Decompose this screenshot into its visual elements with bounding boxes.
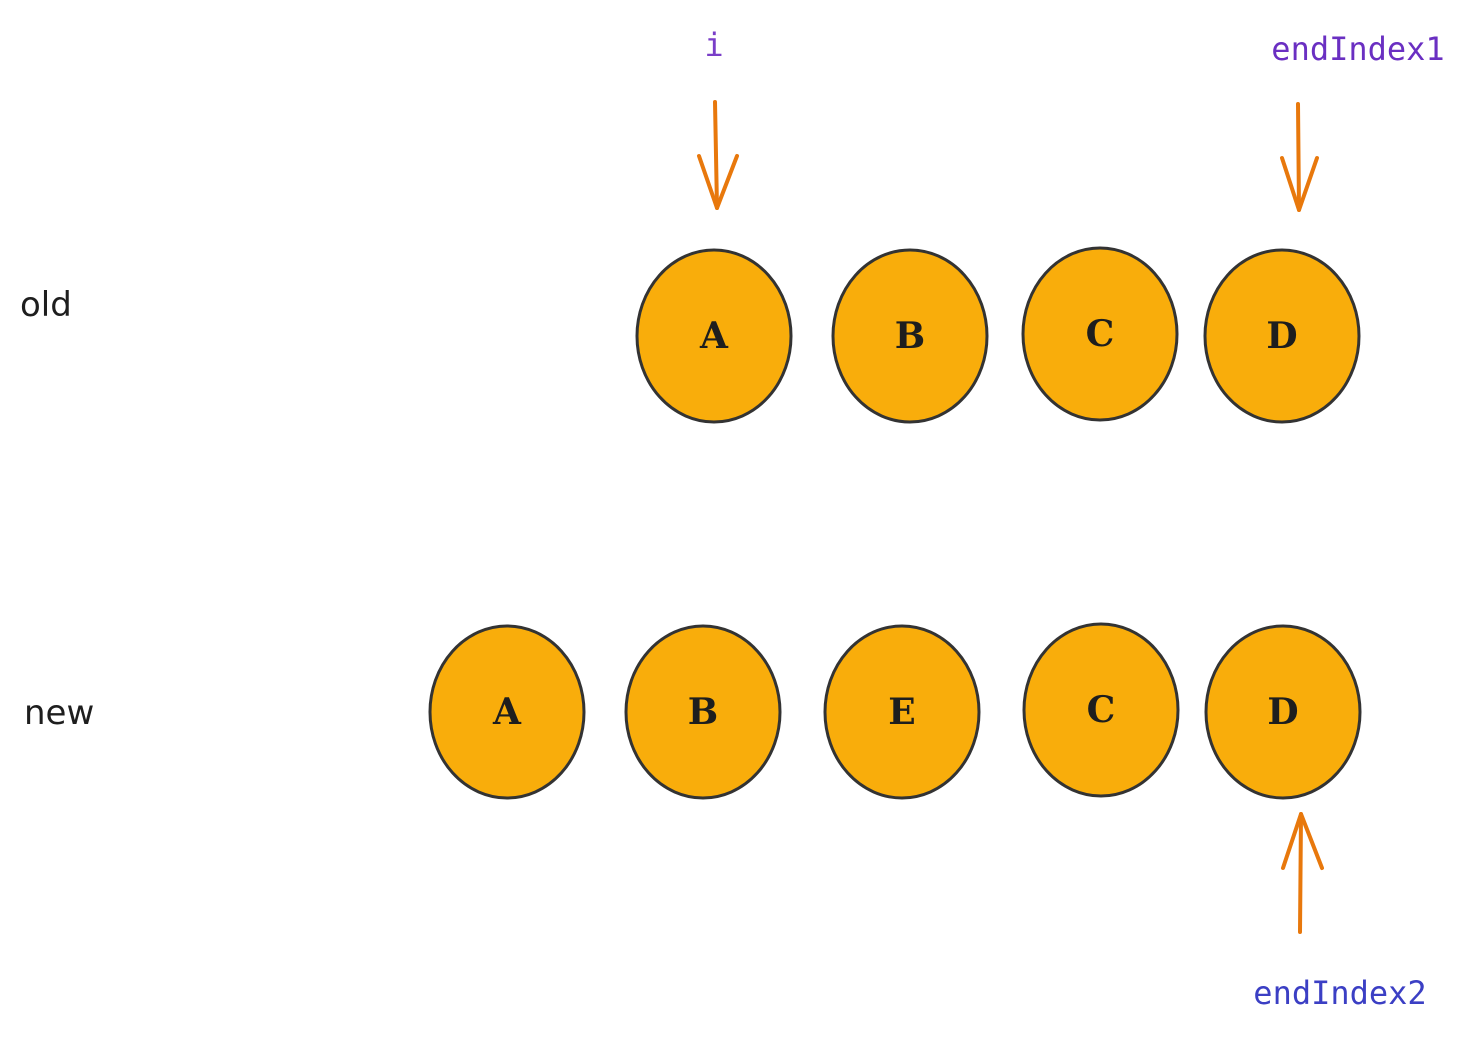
- new-node-e-label: E: [888, 691, 915, 733]
- old-node-d-label: D: [1266, 315, 1297, 357]
- arrow-end-index-2-up: [1281, 812, 1324, 934]
- new-node-d: D: [1204, 624, 1362, 800]
- old-node-d: D: [1203, 248, 1361, 424]
- new-node-a: A: [428, 624, 586, 800]
- old-row: A B C D: [635, 246, 1361, 424]
- new-node-a-label: A: [492, 691, 522, 733]
- new-node-b-label: B: [688, 691, 718, 733]
- new-node-c: C: [1022, 622, 1180, 798]
- old-node-b: B: [831, 248, 989, 424]
- old-node-b-label: B: [895, 315, 925, 357]
- new-node-b: B: [624, 624, 782, 800]
- old-node-c: C: [1021, 246, 1179, 422]
- new-node-d-label: D: [1267, 691, 1298, 733]
- old-node-a: A: [635, 248, 793, 424]
- pointer-label-end-index-1: endIndex1: [1271, 30, 1444, 68]
- row-label-new: new: [24, 693, 94, 733]
- new-node-c-label: C: [1087, 689, 1116, 731]
- new-node-e: E: [823, 624, 981, 800]
- old-node-a-label: A: [699, 315, 729, 357]
- pointer-label-end-index-2: endIndex2: [1253, 974, 1426, 1012]
- row-label-old: old: [20, 285, 72, 325]
- new-row: A B E C D: [428, 622, 1362, 800]
- pointer-label-i: i: [704, 26, 723, 64]
- arrow-i-down: [697, 100, 739, 210]
- arrow-end-index-1-down: [1280, 102, 1319, 212]
- old-node-c-label: C: [1086, 313, 1115, 355]
